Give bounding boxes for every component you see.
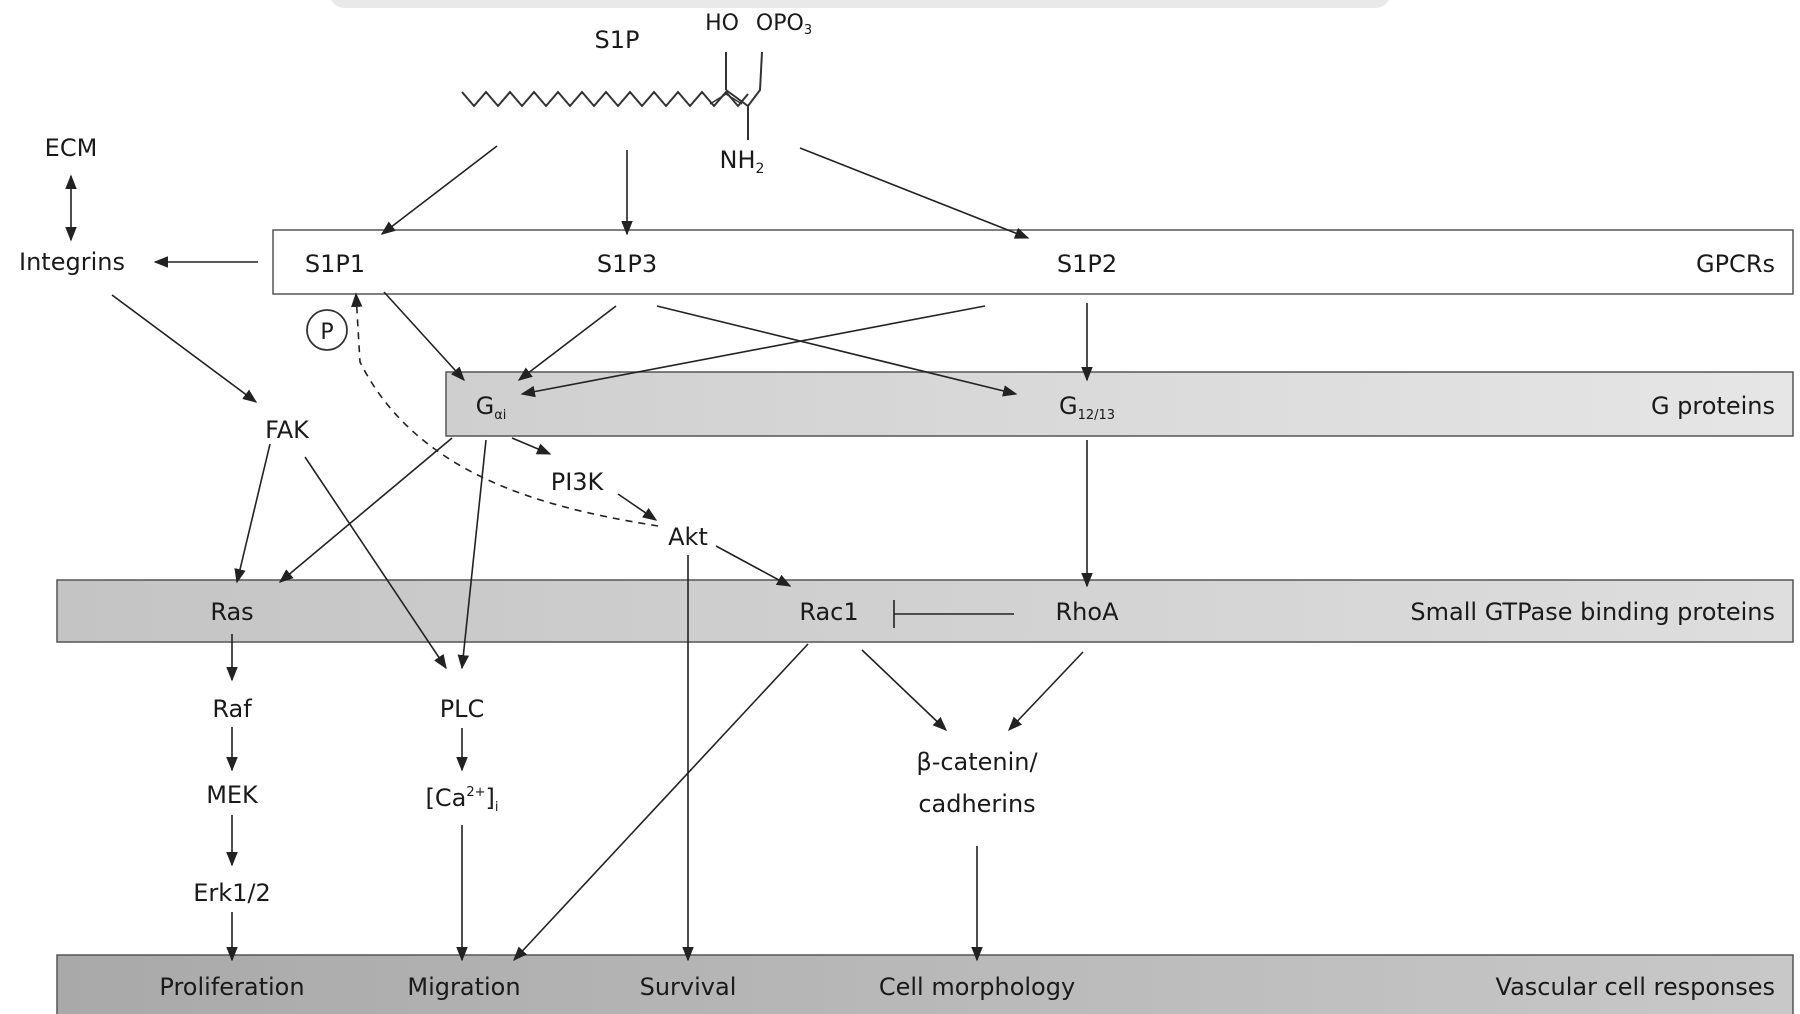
- phosphorylation-circle: [306, 309, 348, 351]
- node-calcium: [Ca2+]i: [426, 784, 499, 815]
- node-integrins: Integrins: [19, 248, 125, 276]
- response-proliferation: Proliferation: [159, 973, 304, 1001]
- response-cell-morphology: Cell morphology: [879, 973, 1075, 1001]
- node-fak: FAK: [265, 416, 310, 444]
- arrow-gai-to-ras: [278, 437, 453, 583]
- lane-responses-title: Vascular cell responses: [1496, 973, 1775, 1001]
- s1p-alkyl-chain: [461, 90, 749, 108]
- arrow-integrins-to-fak: [111, 294, 258, 403]
- node-s1p2: S1P2: [1057, 250, 1117, 278]
- phosphate-label: OPO3: [756, 11, 812, 38]
- node-catenin-line1: β-catenin/: [916, 748, 1038, 776]
- node-erk: Erk1/2: [193, 879, 271, 907]
- arrow-rac1-to-migration: [513, 643, 809, 962]
- node-ecm: ECM: [45, 134, 98, 162]
- arrow-s1p2-to-gai: [520, 305, 986, 398]
- s1p-head-bonds: [725, 51, 763, 108]
- node-pi3k: PI3K: [551, 468, 605, 496]
- lane-g-proteins: G proteins: [445, 371, 1794, 437]
- node-plc: PLC: [440, 695, 485, 723]
- amine-label: NH2: [720, 146, 765, 177]
- arrow-s1p1-to-gai: [383, 291, 465, 382]
- node-mek: MEK: [206, 781, 259, 809]
- s1p-double-bond: [709, 93, 743, 105]
- arrow-s1p-to-s1p1: [380, 145, 498, 235]
- arrow-gai-to-pi3k: [511, 437, 552, 455]
- node-s1p1: S1P1: [305, 250, 365, 278]
- arrow-rhoa-to-catenin: [1008, 651, 1084, 732]
- lane-gpcrs-title: GPCRs: [1696, 250, 1775, 278]
- node-s1p3: S1P3: [597, 250, 657, 278]
- arrow-rac1-to-catenin: [861, 649, 948, 731]
- node-rhoa: RhoA: [1056, 598, 1120, 626]
- lane-small-gtpases: Small GTPase binding proteins: [56, 579, 1794, 643]
- arrow-fak-to-plc: [304, 456, 447, 670]
- arrow-akt-to-s1p1-dashed: [351, 292, 659, 527]
- phosphorylation-label: P: [320, 320, 333, 345]
- s1p-molecule: S1P HO OPO3 NH2: [461, 11, 812, 177]
- node-akt: Akt: [668, 523, 708, 551]
- node-catenin-line2: cadherins: [918, 790, 1035, 818]
- lane-gpcrs: GPCRs: [272, 229, 1794, 295]
- response-migration: Migration: [407, 973, 520, 1001]
- arrow-akt-to-rac1: [715, 545, 792, 587]
- node-g-alpha-i: Gαi: [476, 392, 507, 423]
- arrow-s1p3-to-g1213: [656, 305, 1018, 397]
- arrow-pi3k-to-akt: [617, 493, 658, 521]
- arrow-s1p3-to-gai: [517, 305, 617, 381]
- s1p-label: S1P: [595, 26, 640, 54]
- arrow-s1p-to-s1p2: [799, 147, 1030, 239]
- hydroxyl-label: HO: [705, 11, 739, 36]
- node-raf: Raf: [212, 695, 252, 723]
- node-ras: Ras: [210, 598, 253, 626]
- arrow-fak-to-ras: [234, 443, 271, 584]
- lane-small-gtpases-title: Small GTPase binding proteins: [1410, 598, 1775, 626]
- lane-responses: Vascular cell responses: [56, 954, 1794, 1014]
- node-rac1: Rac1: [799, 598, 858, 626]
- node-g-12-13: G12/13: [1059, 392, 1115, 423]
- arrows: [65, 145, 1093, 962]
- response-survival: Survival: [640, 973, 737, 1001]
- lane-g-proteins-title: G proteins: [1651, 392, 1775, 420]
- top-shadow: [331, 0, 1389, 8]
